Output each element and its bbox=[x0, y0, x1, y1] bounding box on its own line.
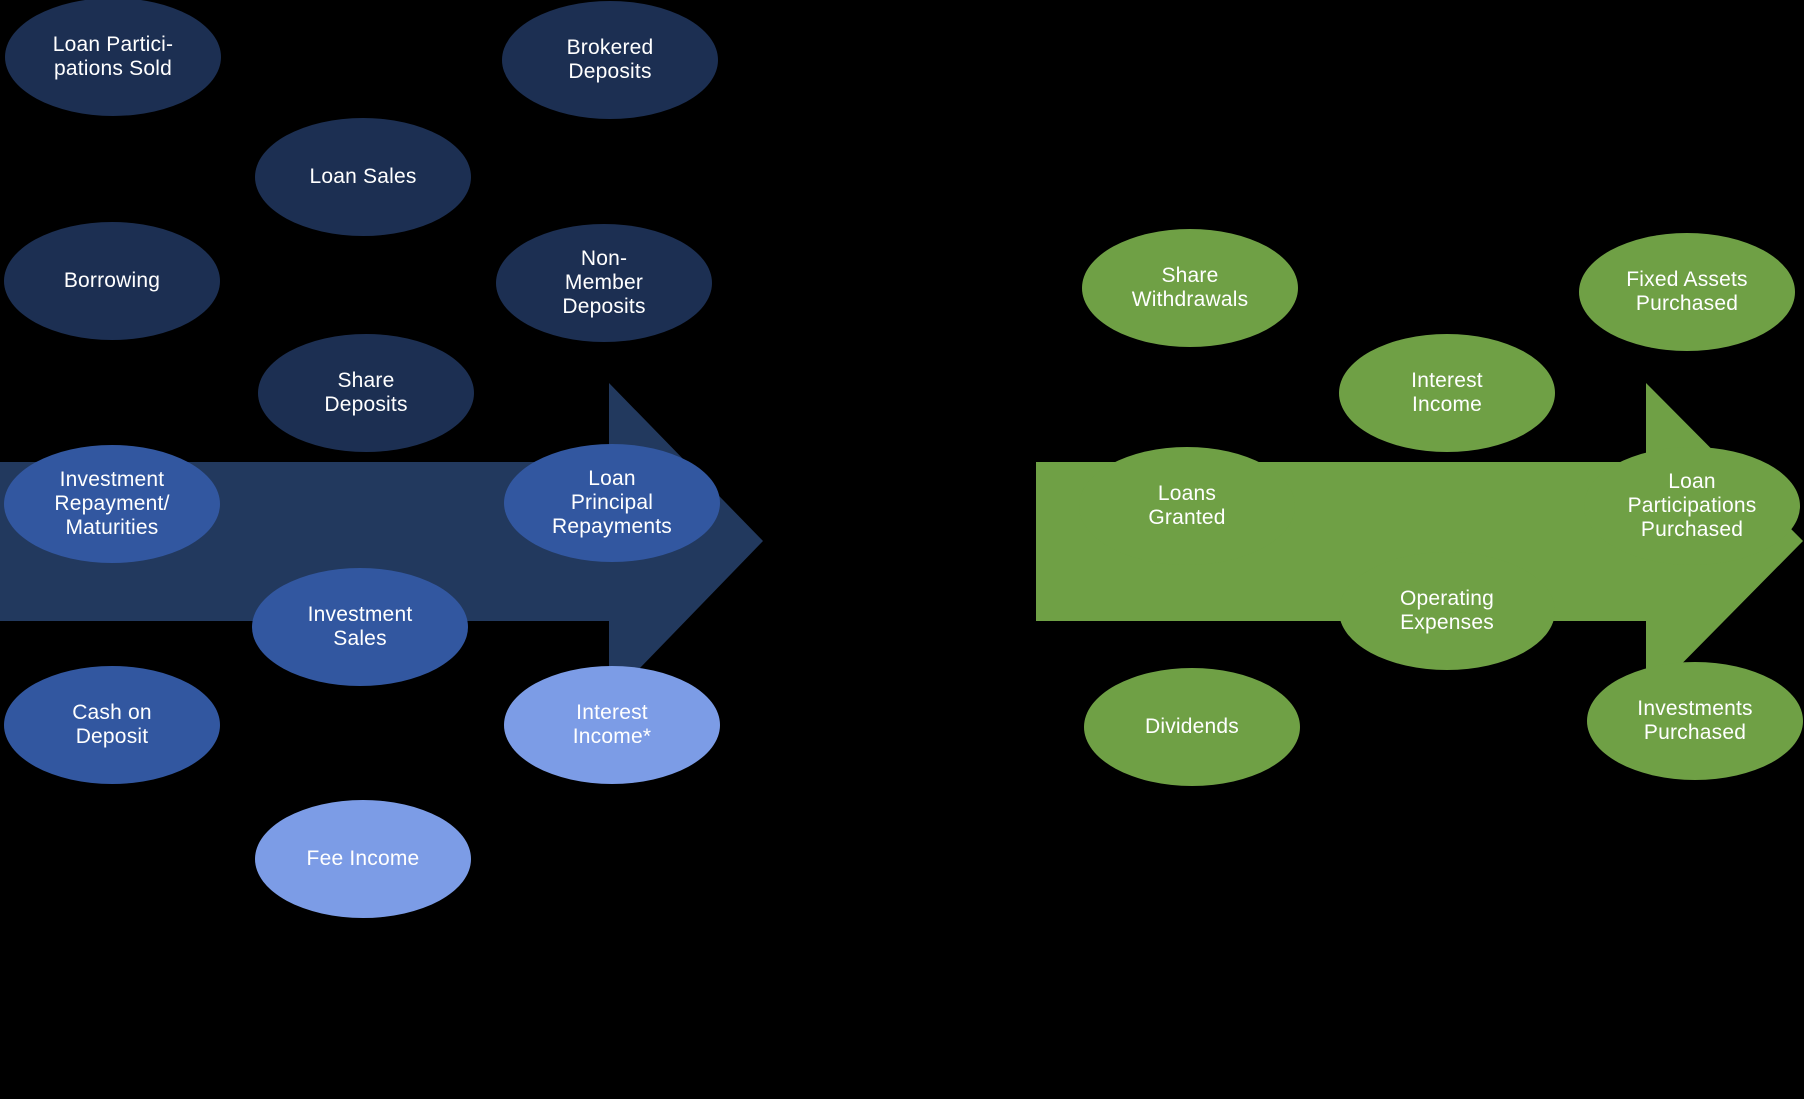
node-fixed-assets-purchased: Fixed Assets Purchased bbox=[1579, 233, 1795, 351]
node-investment-repayment-maturities: Investment Repayment/ Maturities bbox=[4, 445, 220, 563]
node-operating-expenses: Operating Expenses bbox=[1339, 552, 1555, 670]
node-label: Non- Member Deposits bbox=[562, 247, 646, 318]
node-dividends: Dividends bbox=[1084, 668, 1300, 786]
node-label: Fixed Assets Purchased bbox=[1626, 268, 1748, 315]
node-label: Loans Granted bbox=[1148, 482, 1226, 529]
node-non-member-deposits: Non- Member Deposits bbox=[496, 224, 712, 342]
node-label: Loan Sales bbox=[309, 165, 417, 188]
node-label: Loan Participations Purchased bbox=[1627, 470, 1757, 541]
node-brokered-deposits: Brokered Deposits bbox=[502, 1, 718, 119]
node-investment-sales: Investment Sales bbox=[252, 568, 468, 686]
node-label: Loan Partici- pations Sold bbox=[52, 33, 174, 80]
node-label: Brokered Deposits bbox=[566, 36, 654, 83]
node-label: Investment Sales bbox=[307, 603, 413, 650]
node-label: Interest Income bbox=[1411, 369, 1483, 416]
node-label: Share Withdrawals bbox=[1131, 264, 1249, 311]
node-share-deposits: Share Deposits bbox=[258, 334, 474, 452]
node-loan-principal-repayments: Loan Principal Repayments bbox=[504, 444, 720, 562]
node-loan-participations-purchased: Loan Participations Purchased bbox=[1584, 447, 1800, 565]
node-label: Loan Principal Repayments bbox=[552, 467, 672, 538]
node-label: Borrowing bbox=[63, 269, 161, 292]
node-interest-income-asterisk: Interest Income* bbox=[504, 666, 720, 784]
node-interest-income: Interest Income bbox=[1339, 334, 1555, 452]
node-label: Interest Income* bbox=[572, 701, 652, 748]
node-label: Cash on Deposit bbox=[72, 701, 152, 748]
node-loan-participations-sold: Loan Partici- pations Sold bbox=[5, 0, 221, 116]
node-share-withdrawals: Share Withdrawals bbox=[1082, 229, 1298, 347]
node-label: Fee Income bbox=[306, 847, 420, 870]
node-label: Investments Purchased bbox=[1637, 697, 1753, 744]
node-investments-purchased: Investments Purchased bbox=[1587, 662, 1803, 780]
node-label: Operating Expenses bbox=[1399, 587, 1495, 634]
node-borrowing: Borrowing bbox=[4, 222, 220, 340]
node-label: Share Deposits bbox=[324, 369, 408, 416]
node-fee-income: Fee Income bbox=[255, 800, 471, 918]
node-loans-granted: Loans Granted bbox=[1079, 447, 1295, 565]
node-loan-sales: Loan Sales bbox=[255, 118, 471, 236]
node-cash-on-deposit: Cash on Deposit bbox=[4, 666, 220, 784]
node-label: Dividends bbox=[1144, 715, 1239, 738]
node-label: Investment Repayment/ Maturities bbox=[54, 468, 170, 539]
